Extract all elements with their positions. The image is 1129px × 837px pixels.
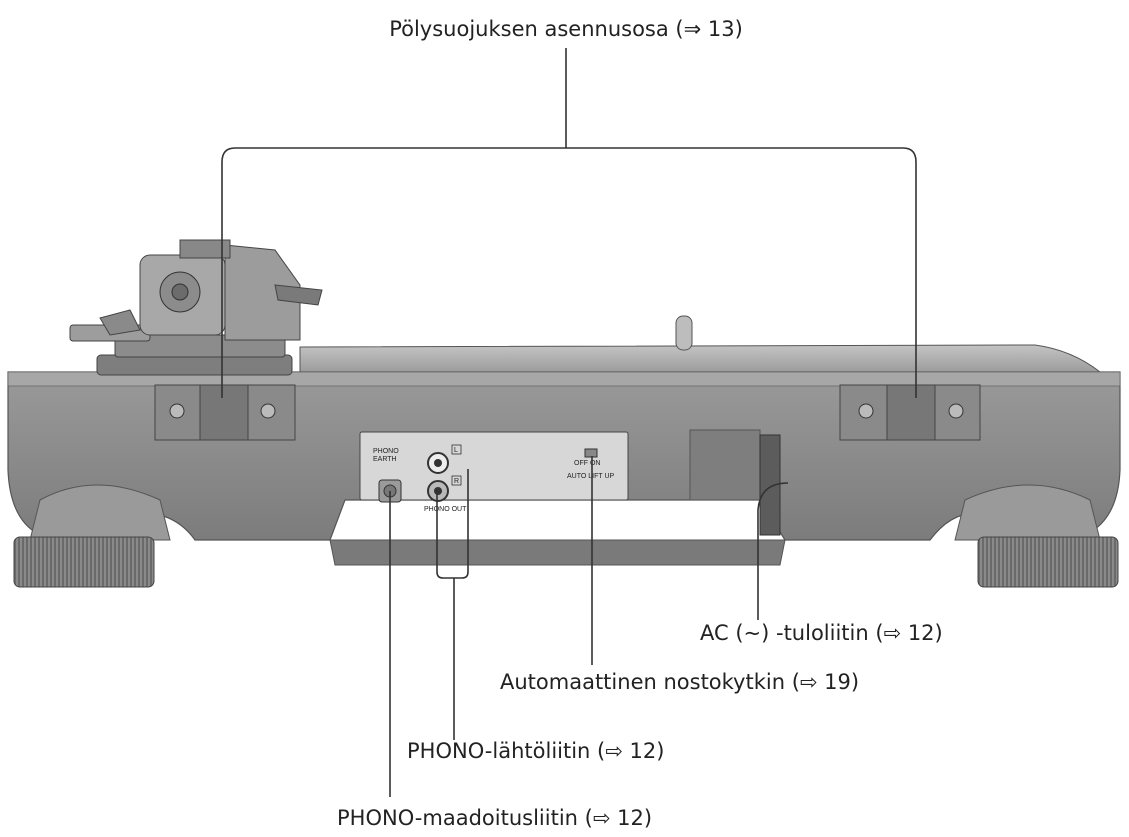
screw-icon	[948, 403, 964, 419]
panel-auto-lift-label: AUTO LIFT UP	[567, 473, 615, 480]
panel-off-on-label: OFF ON	[574, 460, 600, 467]
callout-dust-cover: Pölysuojuksen asennusosa (⇒ 13)	[389, 17, 743, 41]
callout-ac-input: AC (∼) -tuloliitin (⇨ 12)	[700, 621, 943, 645]
panel-earth-label: EARTH	[373, 456, 397, 463]
right-foot	[954, 484, 1119, 588]
panel-phono-out-label: PHONO OUT	[424, 506, 467, 513]
panel-phono-label: PHONO	[373, 448, 399, 455]
rear-recess	[689, 429, 761, 501]
dust-cover-mount-left	[154, 384, 296, 441]
platter-deck	[299, 344, 1102, 373]
base-band	[329, 539, 786, 566]
ac-inlet	[759, 434, 781, 536]
screw-icon	[858, 403, 874, 419]
dust-cover-mount-right	[839, 384, 981, 441]
leader-lines	[221, 48, 917, 797]
panel-r-mark: R	[454, 478, 459, 485]
leader-ac-input	[757, 482, 789, 620]
callout-auto-lift: Automaattinen nostokytkin (⇨ 19)	[500, 670, 859, 694]
tonearm-assembly	[69, 239, 323, 376]
connector-panel: PHONO EARTH L R PHONO OUT OFF ON AUTO LI…	[359, 431, 629, 513]
auto-lift-switch	[584, 448, 598, 458]
callout-phono-earth: PHONO-maadoitusliitin (⇨ 12)	[337, 806, 652, 830]
panel-l-mark: L	[454, 447, 458, 454]
left-foot	[13, 484, 171, 588]
leader-phono-out	[436, 469, 469, 740]
screw-icon	[260, 403, 276, 419]
screw-icon	[169, 403, 185, 419]
leader-dust-cover	[221, 48, 917, 398]
turntable-body: PHONO EARTH L R PHONO OUT OFF ON AUTO LI…	[7, 239, 1121, 588]
spindle	[675, 315, 693, 351]
callout-phono-out: PHONO-lähtöliitin (⇨ 12)	[407, 739, 664, 763]
